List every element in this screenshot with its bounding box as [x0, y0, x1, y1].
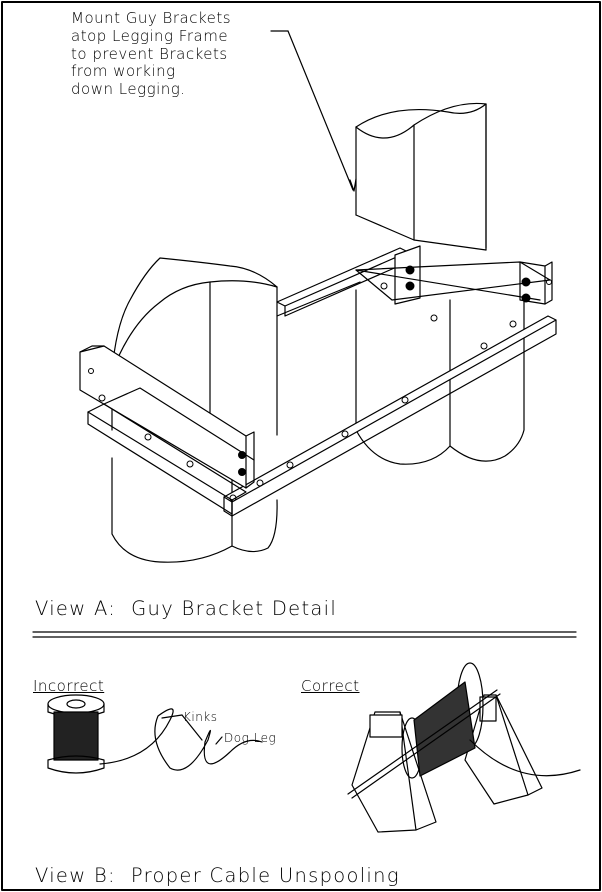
left-legging [111, 257, 278, 563]
guy-bracket-assembly [79, 30, 557, 563]
rear-frame-rail [276, 247, 409, 317]
dog-leg-label: Dog Leg [224, 731, 277, 745]
incorrect-spool-illustration [47, 694, 263, 774]
incorrect-label: Incorrect [33, 677, 105, 695]
section-divider [32, 631, 577, 638]
front-frame-rail [223, 315, 557, 517]
view-b-caption: View B: Proper Cable Unspooling [35, 864, 400, 887]
note-leader-line [270, 30, 357, 192]
left-bracket [79, 345, 255, 515]
kinks-label: Kinks [183, 710, 218, 724]
correct-spool-illustration [347, 662, 581, 833]
bolts [88, 265, 552, 502]
right-legging [355, 102, 525, 465]
view-a-caption: View A: Guy Bracket Detail [35, 597, 338, 620]
correct-label: Correct [301, 677, 360, 695]
mounting-note: Mount Guy Brackets atop Legging Frame to… [71, 9, 232, 99]
